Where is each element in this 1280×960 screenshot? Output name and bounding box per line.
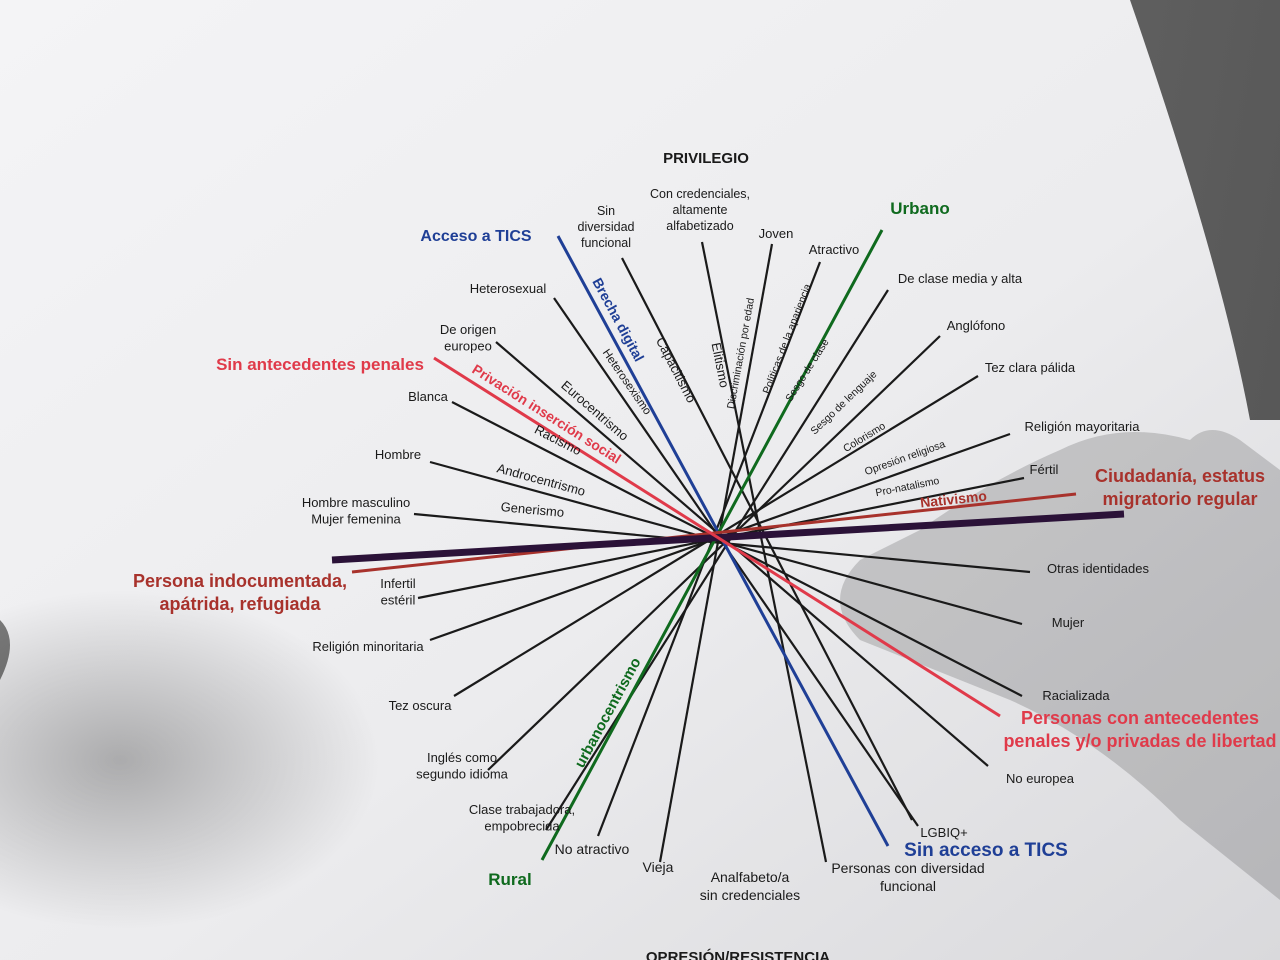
spoke-privacion-insercion <box>433 356 1001 718</box>
label-top-eurocentrismo-line-1: De origen <box>440 322 496 337</box>
label-bottom-generismo: Otras identidades <box>1047 561 1149 576</box>
label-bottom-privacion-insercion-line-2: penales y/o privadas de libertad <box>1003 731 1276 751</box>
label-top-eurocentrismo-line-2: europeo <box>444 339 492 354</box>
label-bottom-capacitismo-line-2: funcional <box>880 878 936 894</box>
label-bottom-pro-natalismo-line-2: estéril <box>381 593 416 608</box>
spoke-nativismo <box>351 492 1077 574</box>
label-top-generismo-line-1: Hombre masculino <box>302 495 410 510</box>
label-top-opresion-religiosa: Religión mayoritaria <box>1025 419 1141 434</box>
label-top-privacion-insercion: Sin antecedentes penales <box>216 355 424 374</box>
label-bottom-sesgo-clase-line-1: Clase trabajadora, <box>469 802 575 817</box>
label-bottom-heterosexismo: LGBIQ+ <box>920 825 967 840</box>
label-top-capacitismo-line-3: funcional <box>581 236 631 250</box>
spoke-sesgo-clase <box>545 289 889 831</box>
label-top-racismo: Blanca <box>408 389 449 404</box>
title-privilegio: PRIVILEGIO <box>663 150 749 167</box>
label-top-pro-natalismo: Fértil <box>1030 462 1059 477</box>
label-top-sesgo-clase: De clase media y alta <box>898 271 1023 286</box>
spokes-layer <box>331 229 1125 863</box>
label-bottom-elitismo-line-1: Analfabeto/a <box>711 869 790 885</box>
label-top-sesgo-lenguaje: Anglófono <box>947 318 1006 333</box>
label-bottom-sesgo-lenguaje-line-1: Inglés como <box>427 750 497 765</box>
spoke-capacitismo <box>621 257 913 821</box>
spoke-sesgo-lenguaje <box>487 335 941 771</box>
label-bottom-sesgo-lenguaje-line-2: segundo idioma <box>416 767 509 782</box>
spoke-genero-extra <box>331 510 1125 564</box>
label-bottom-elitismo-line-2: sin credenciales <box>700 887 800 903</box>
label-top-elitismo-line-3: alfabetizado <box>666 219 733 233</box>
label-top-nativismo-line-1: Ciudadanía, estatus <box>1095 466 1265 486</box>
label-top-generismo-line-2: Mujer femenina <box>311 512 401 527</box>
label-bottom-pro-natalismo-line-1: Infertil <box>380 576 416 591</box>
spoke-elitismo <box>700 241 828 863</box>
spoke-urbanocentrismo <box>540 229 884 861</box>
footer-opresion: OPRESIÓN/RESISTENCIA <box>646 948 830 960</box>
label-bottom-colorismo: Tez oscura <box>389 698 453 713</box>
label-top-brecha-digital: Acceso a TICS <box>420 228 531 245</box>
label-top-androcentrismo: Hombre <box>375 447 421 462</box>
label-top-elitismo-line-2: altamente <box>673 203 728 217</box>
label-bottom-sesgo-clase-line-2: empobrecida <box>484 819 560 834</box>
label-bottom-privacion-insercion-line-1: Personas con antecedentes <box>1021 708 1259 728</box>
label-bottom-urbanocentrismo: Rural <box>488 870 531 889</box>
left-shadow <box>0 590 380 930</box>
label-axis-nativismo: Nativismo <box>919 488 987 511</box>
label-top-apariencia: Atractivo <box>809 242 860 257</box>
label-top-nativismo-line-2: migratorio regular <box>1102 489 1257 509</box>
label-bottom-capacitismo-line-1: Personas con diversidad <box>831 860 984 876</box>
label-top-discriminacion-edad: Joven <box>759 226 794 241</box>
label-bottom-nativismo-line-1: Persona indocumentada, <box>133 571 347 591</box>
hand-shadow <box>840 430 1280 900</box>
label-bottom-brecha-digital: Sin acceso a TICS <box>904 840 1068 861</box>
label-top-urbanocentrismo: Urbano <box>890 199 950 218</box>
label-top-capacitismo-line-1: Sin <box>597 204 615 218</box>
label-bottom-androcentrismo: Mujer <box>1052 615 1085 630</box>
label-bottom-opresion-religiosa: Religión minoritaria <box>312 639 424 654</box>
label-bottom-nativismo-line-2: apátrida, refugiada <box>159 594 321 614</box>
label-top-heterosexismo: Heterosexual <box>470 281 547 296</box>
label-top-capacitismo-line-2: diversidad <box>578 220 635 234</box>
label-bottom-discriminacion-edad: Vieja <box>643 859 674 875</box>
label-top-elitismo-line-1: Con credenciales, <box>650 187 750 201</box>
label-bottom-eurocentrismo: No europea <box>1006 771 1075 786</box>
spoke-discriminacion-edad <box>658 243 774 863</box>
label-bottom-racismo: Racializada <box>1042 688 1110 703</box>
label-top-colorismo: Tez clara pálida <box>985 360 1076 375</box>
label-bottom-apariencia: No atractivo <box>555 841 630 857</box>
label-axis-generismo: Generismo <box>500 499 565 520</box>
